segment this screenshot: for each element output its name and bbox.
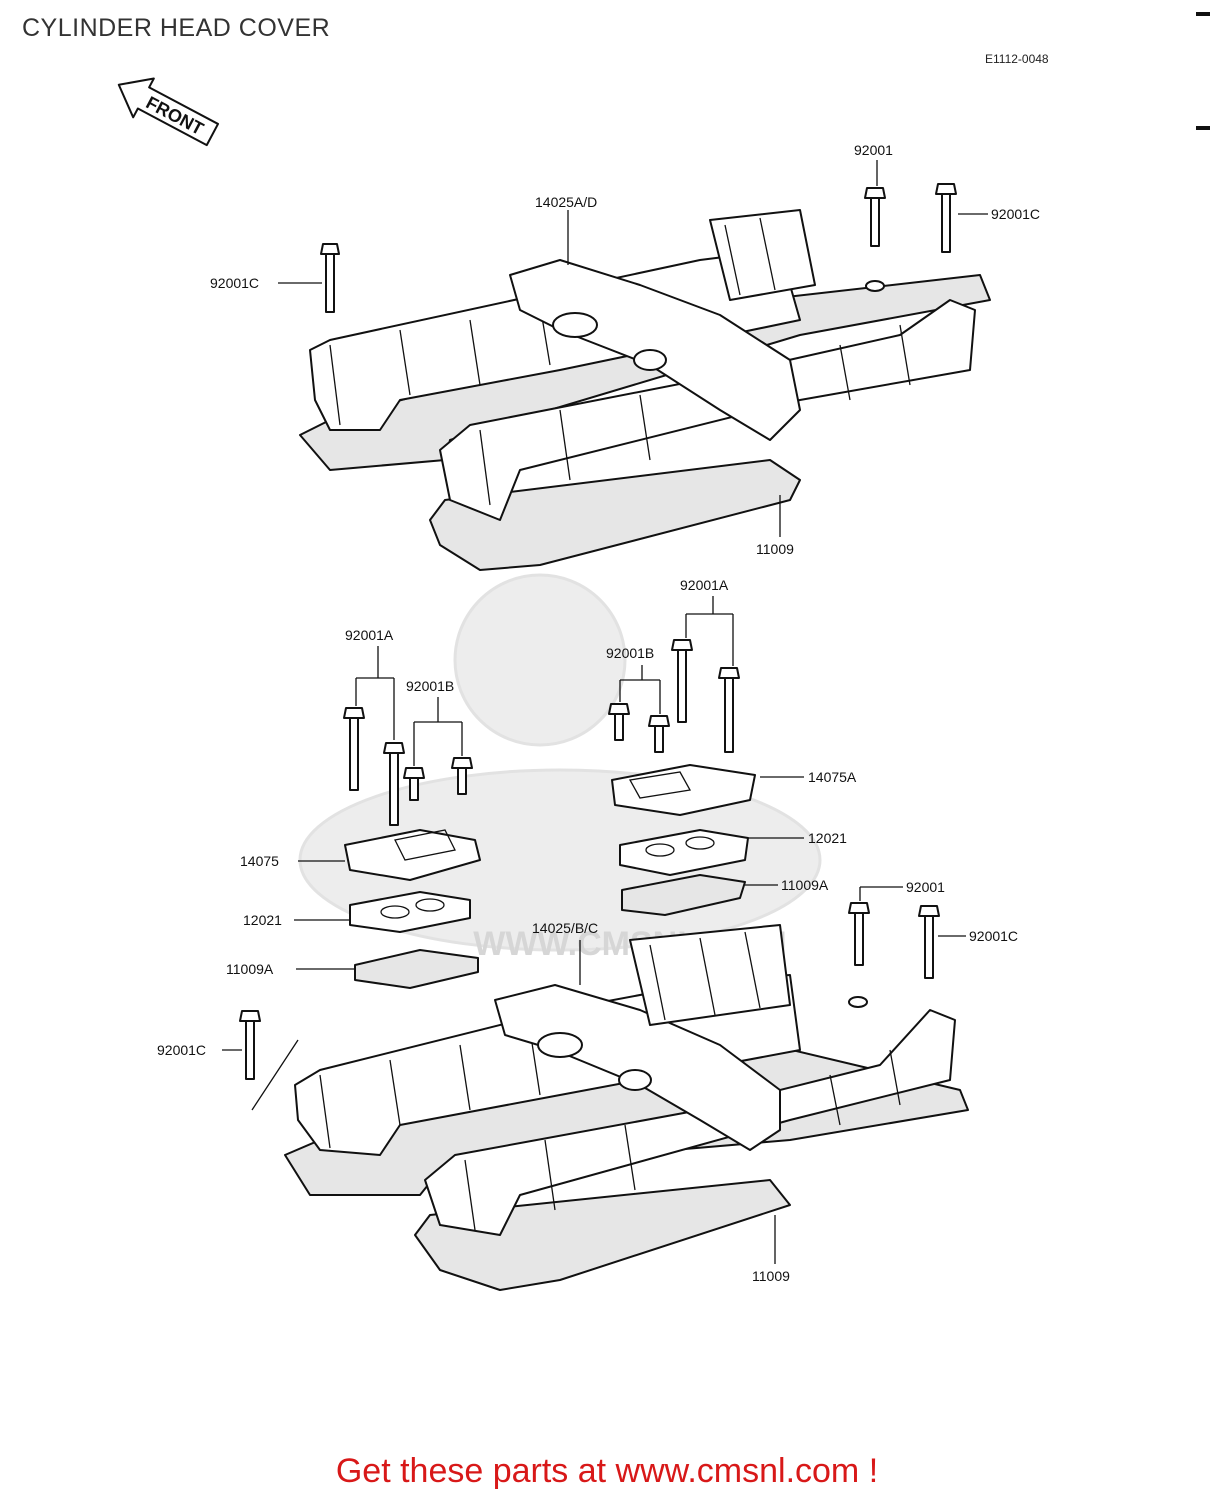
bolt-92001b-right-2	[648, 715, 670, 753]
callout-92001b-left: 92001B	[406, 678, 454, 694]
callout-14075a: 14075A	[808, 769, 857, 785]
bolt-92001c-upper-left	[320, 243, 340, 313]
bolt-92001a-left-1	[343, 707, 365, 791]
reed-valve-12021	[349, 891, 471, 933]
right-breather-stack	[611, 764, 756, 916]
reference-code: E1112-0048	[985, 52, 1049, 66]
bolt-92001c-lower-left	[239, 1010, 261, 1080]
callout-14075: 14075	[240, 853, 279, 869]
callout-11009a-right: 11009A	[781, 877, 829, 893]
callout-92001-lower: 92001	[906, 879, 945, 895]
lower-cover-assembly	[284, 924, 969, 1291]
lower-rear-block	[629, 924, 791, 1026]
callout-92001c-lower-left: 92001C	[157, 1042, 206, 1058]
parts-diagram: WWW.CMSNL.COM FRONT	[117, 77, 1040, 1291]
bolt-92001b-left-2	[451, 757, 473, 795]
promo-link[interactable]: Get these parts at www.cmsnl.com !	[335, 1452, 879, 1490]
callout-labels: 14025A/D 92001 92001C 92001C 11009 92001…	[157, 142, 1040, 1284]
callout-92001-upper: 92001	[854, 142, 893, 158]
callout-11009a-left: 11009A	[226, 961, 274, 977]
bolt-92001b-left-1	[403, 767, 425, 801]
bolt-92001b-right-1	[608, 703, 630, 741]
reed-valve-12021-right	[619, 829, 749, 876]
bolt-92001a-left-2	[383, 742, 405, 826]
callout-92001b-right: 92001B	[606, 645, 654, 661]
callout-12021-right: 12021	[808, 830, 847, 846]
bolt-92001a-right-2	[718, 667, 740, 753]
breather-cover-14075	[344, 829, 481, 881]
left-breather-stack	[344, 829, 481, 989]
upper-gasket-right	[429, 459, 801, 571]
callout-92001a-left: 92001A	[345, 627, 394, 643]
bolt-92001c-upper-right	[935, 183, 957, 253]
leader-lines	[222, 160, 988, 1264]
front-arrow: FRONT	[117, 77, 220, 147]
callout-92001c-upper-left: 92001C	[210, 275, 259, 291]
edge-mark-middle	[1196, 126, 1210, 130]
bolt-92001-lower	[848, 902, 870, 1008]
bolt-92001-upper	[864, 187, 886, 292]
callout-92001a-right: 92001A	[680, 577, 729, 593]
callout-11009-lower: 11009	[752, 1268, 790, 1284]
callout-11009-upper: 11009	[756, 541, 794, 557]
gasket-11009a-right	[621, 874, 746, 916]
edge-mark-top	[1196, 12, 1210, 16]
bolt-92001a-right-1	[671, 639, 693, 723]
callout-92001c-upper-right: 92001C	[991, 206, 1040, 222]
lower-cover-right-bank	[424, 1009, 956, 1236]
upper-cover-assembly	[299, 209, 991, 571]
callout-92001c-lower-right: 92001C	[969, 928, 1018, 944]
callout-12021-left: 12021	[243, 912, 282, 928]
upper-rear-block	[709, 209, 816, 301]
bolt-92001c-lower-right	[918, 905, 940, 979]
callout-14025a-d: 14025A/D	[535, 194, 597, 210]
gasket-11009a-left	[354, 949, 479, 989]
page-title: CYLINDER HEAD COVER	[22, 14, 331, 42]
callout-14025-b-c: 14025/B/C	[532, 920, 598, 936]
